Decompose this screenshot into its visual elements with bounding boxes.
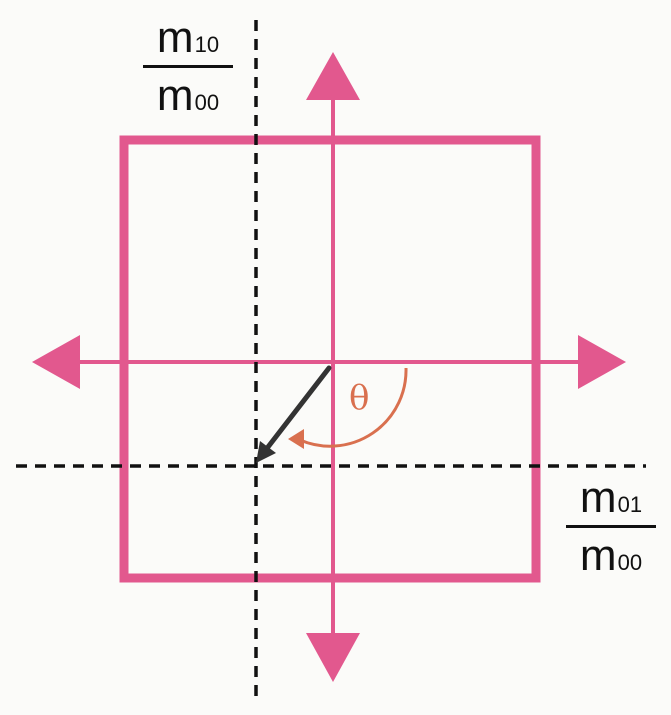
square-frame xyxy=(119,135,541,583)
triangle-left-icon xyxy=(32,335,80,389)
moment-symbol: m xyxy=(579,531,617,580)
angle-arc xyxy=(299,367,408,448)
triangle-up-icon xyxy=(306,52,360,100)
moment-subscript: 00 xyxy=(617,550,643,575)
moment-symbol: m xyxy=(156,13,194,62)
moment-subscript: 10 xyxy=(194,32,220,57)
moment-symbol: m xyxy=(579,473,617,522)
angle-arc-arrowhead-icon xyxy=(288,429,304,449)
triangle-right-icon xyxy=(578,335,626,389)
triangle-down-icon xyxy=(306,633,360,682)
fraction-bar xyxy=(566,525,656,528)
orientation-vector xyxy=(265,365,332,450)
fraction-bar xyxy=(143,65,233,68)
moment-subscript: 01 xyxy=(617,492,643,517)
moment-symbol: m xyxy=(156,71,194,120)
angle-theta-label: θ xyxy=(349,378,370,418)
moment-subscript: 00 xyxy=(194,90,220,115)
vector-arrowhead-icon xyxy=(256,441,276,463)
